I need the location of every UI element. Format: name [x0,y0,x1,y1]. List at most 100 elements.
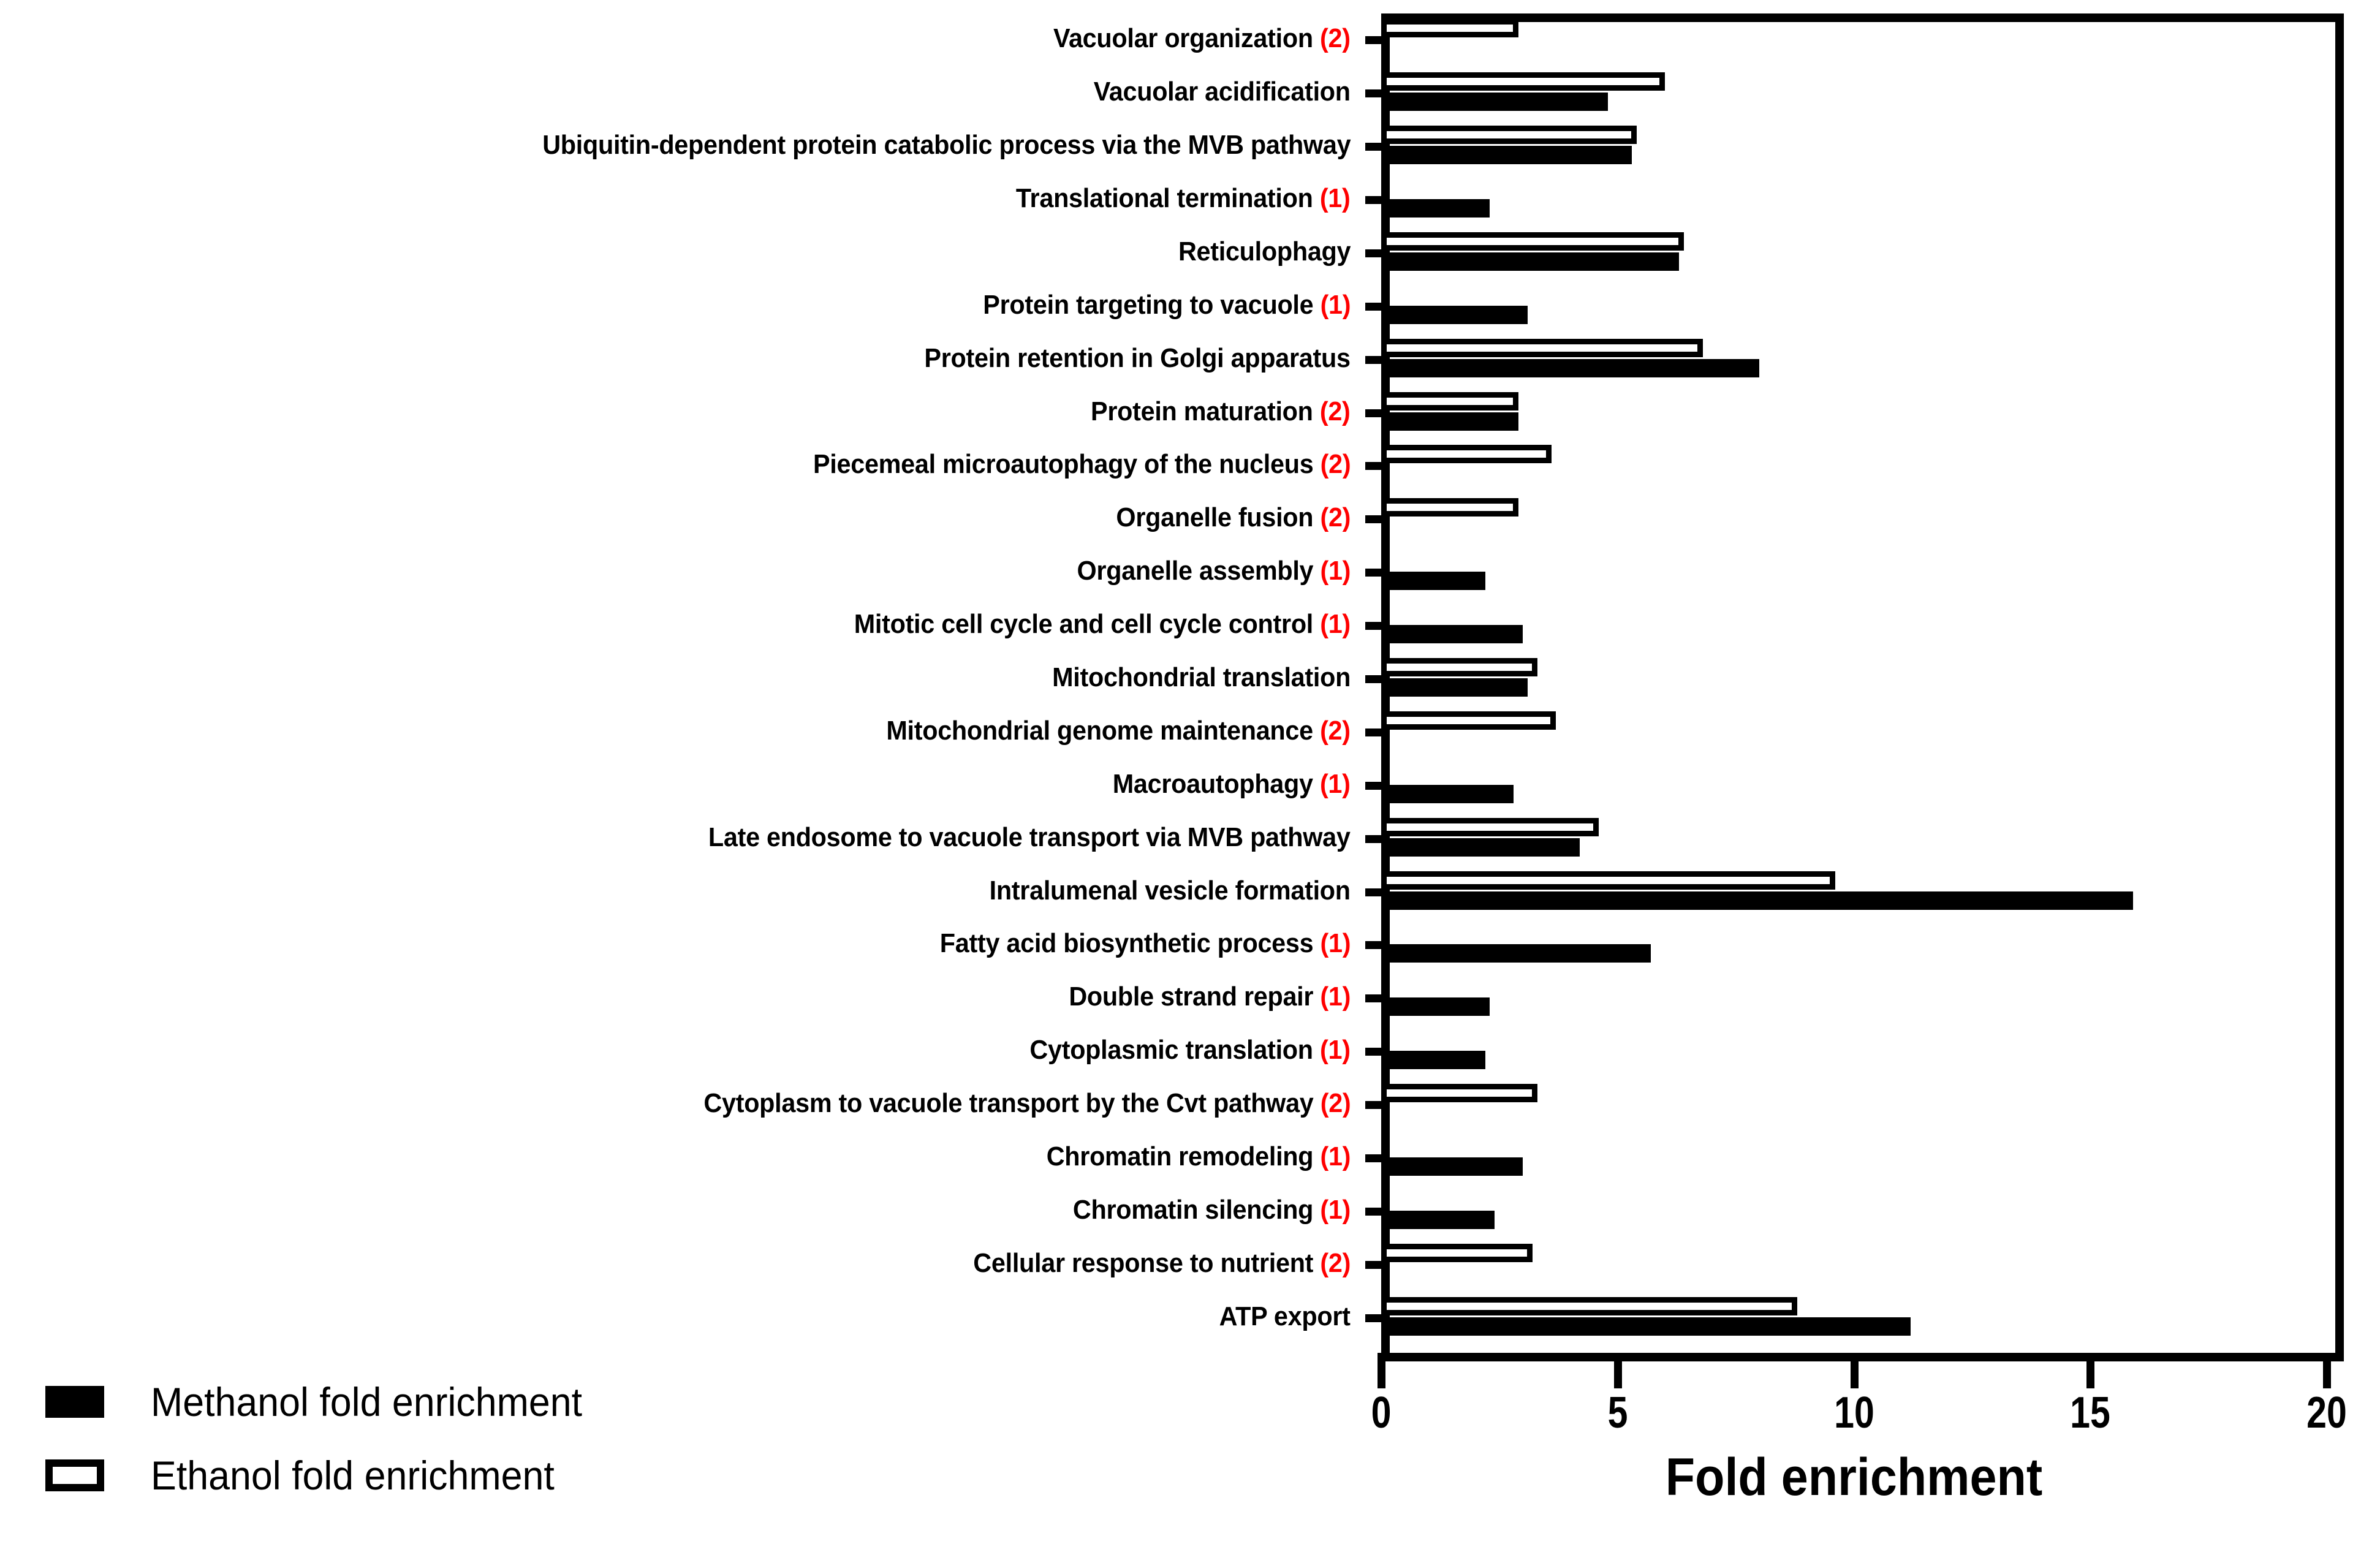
bar-row [1365,599,2327,653]
x-axis-tick-label: 5 [1607,1388,1628,1437]
y-axis-tick [1365,355,1381,364]
category-count-badge: (2) [1313,23,1351,54]
category-label-text: Cytoplasmic translation [1029,1035,1314,1065]
bar-row [1365,865,2327,918]
bar-ethanol [1381,817,1599,836]
category-label: Protein maturation (2) [1091,398,1351,425]
category-label: Chromatin remodeling (1) [1047,1143,1351,1170]
bar-row [1365,13,2327,67]
bar-ethanol [1381,338,1703,357]
category-label-text: Fatty acid biosynthetic process [939,928,1314,959]
category-label: Mitochondrial genome maintenance (2) [887,717,1351,744]
category-label: Mitochondrial translation [1052,664,1351,691]
category-count-badge: (1) [1313,289,1351,320]
y-axis-tick [1365,1048,1381,1056]
category-label: Protein retention in Golgi apparatus [925,344,1351,372]
category-label: Organelle assembly (1) [1077,558,1351,585]
legend-label-ethanol: Ethanol fold enrichment [151,1453,555,1498]
category-label: Macroautophagy (1) [1113,768,1351,799]
category-label-text: Organelle assembly [1077,556,1314,586]
bar-row [1365,1291,2327,1344]
bar-ethanol [1381,392,1518,411]
bar-ethanol [1381,72,1665,91]
bar-row [1365,227,2327,280]
y-axis-tick [1365,1260,1381,1269]
category-label-text: Mitochondrial genome maintenance [886,715,1314,746]
category-label: Cytoplasmic translation (1) [1030,1037,1351,1064]
bar-ethanol [1381,711,1556,730]
bar-ethanol [1381,1084,1537,1103]
y-axis-tick [1365,462,1381,471]
category-label-text: Piecemeal microautophagy of the nucleus [813,449,1314,480]
bar-methanol [1381,572,1485,591]
x-axis-tick [1378,1353,1385,1388]
bar-row [1365,493,2327,546]
bar-row [1365,439,2327,493]
bar-methanol [1381,1210,1495,1229]
category-label-text: Organelle fusion [1116,502,1314,533]
category-label-text: Mitotic cell cycle and cell cycle contro… [854,609,1314,640]
category-count-badge: (1) [1313,928,1351,959]
y-axis-tick [1365,834,1381,843]
bar-methanol [1381,93,1609,112]
y-axis-tick [1365,1101,1381,1110]
bar-row [1365,120,2327,173]
y-axis-tick [1365,302,1381,311]
category-label: Cytoplasm to vacuole transport by the Cv… [703,1090,1351,1117]
chart-legend: Methanol fold enrichment Ethanol fold en… [45,1365,658,1512]
category-label: Chromatin silencing (1) [1073,1194,1351,1225]
bar-methanol [1381,1051,1485,1070]
bar-methanol [1381,997,1490,1016]
bar-row [1365,67,2327,120]
category-label-text: Protein maturation [1091,396,1314,426]
category-count-badge: (2) [1313,396,1351,426]
category-label: Vacuolar acidification [1094,78,1351,105]
x-axis-tick [1850,1353,1859,1388]
category-label: Organelle fusion (2) [1116,504,1351,531]
y-axis-tick [1365,249,1381,257]
bar-row [1365,1131,2327,1184]
bar-ethanol [1381,232,1684,251]
y-axis-tick [1365,1207,1381,1216]
bar-methanol [1381,252,1680,271]
y-axis-tick [1365,409,1381,417]
bar-ethanol [1381,657,1537,676]
y-axis-tick [1365,1154,1381,1162]
category-count-badge: (1) [1313,1194,1351,1225]
y-axis-tick [1365,622,1381,630]
x-axis-tick [2086,1353,2095,1388]
bar-ethanol [1381,1243,1533,1262]
category-count-badge: (2) [1313,1247,1351,1278]
x-axis-tick-label: 15 [2070,1388,2111,1437]
bar-methanol [1381,678,1528,697]
bars-area [1365,13,2327,1344]
y-axis-tick [1365,143,1381,151]
y-axis-tick [1365,941,1381,950]
bar-methanol [1381,784,1514,803]
bar-ethanol [1381,871,1835,890]
bar-methanol [1381,1317,1911,1336]
category-count-badge: (1) [1313,768,1351,799]
category-label-text: Ubiquitin-dependent protein catabolic pr… [542,130,1351,161]
bar-methanol [1381,305,1528,324]
y-axis-tick [1365,675,1381,683]
y-axis-tick [1365,36,1381,45]
x-axis-tick [2323,1353,2331,1388]
category-label: Translational termination (1) [1016,185,1351,212]
bar-row [1365,918,2327,972]
category-label-text: Translational termination [1016,183,1314,214]
y-axis-tick [1365,515,1381,524]
legend-label-methanol: Methanol fold enrichment [151,1379,583,1425]
category-count-badge: (2) [1313,1088,1351,1119]
x-axis-title: Fold enrichment [1665,1448,2043,1507]
bar-row [1365,653,2327,706]
x-axis-tick-label: 0 [1371,1388,1392,1437]
category-label: Late endosome to vacuole transport via M… [708,823,1351,851]
filled-square-icon [45,1386,104,1418]
category-label: Mitotic cell cycle and cell cycle contro… [854,611,1351,638]
y-axis-tick [1365,89,1381,98]
bar-ethanol [1381,19,1518,38]
category-label: Ubiquitin-dependent protein catabolic pr… [542,132,1351,159]
y-axis-tick [1365,196,1381,205]
